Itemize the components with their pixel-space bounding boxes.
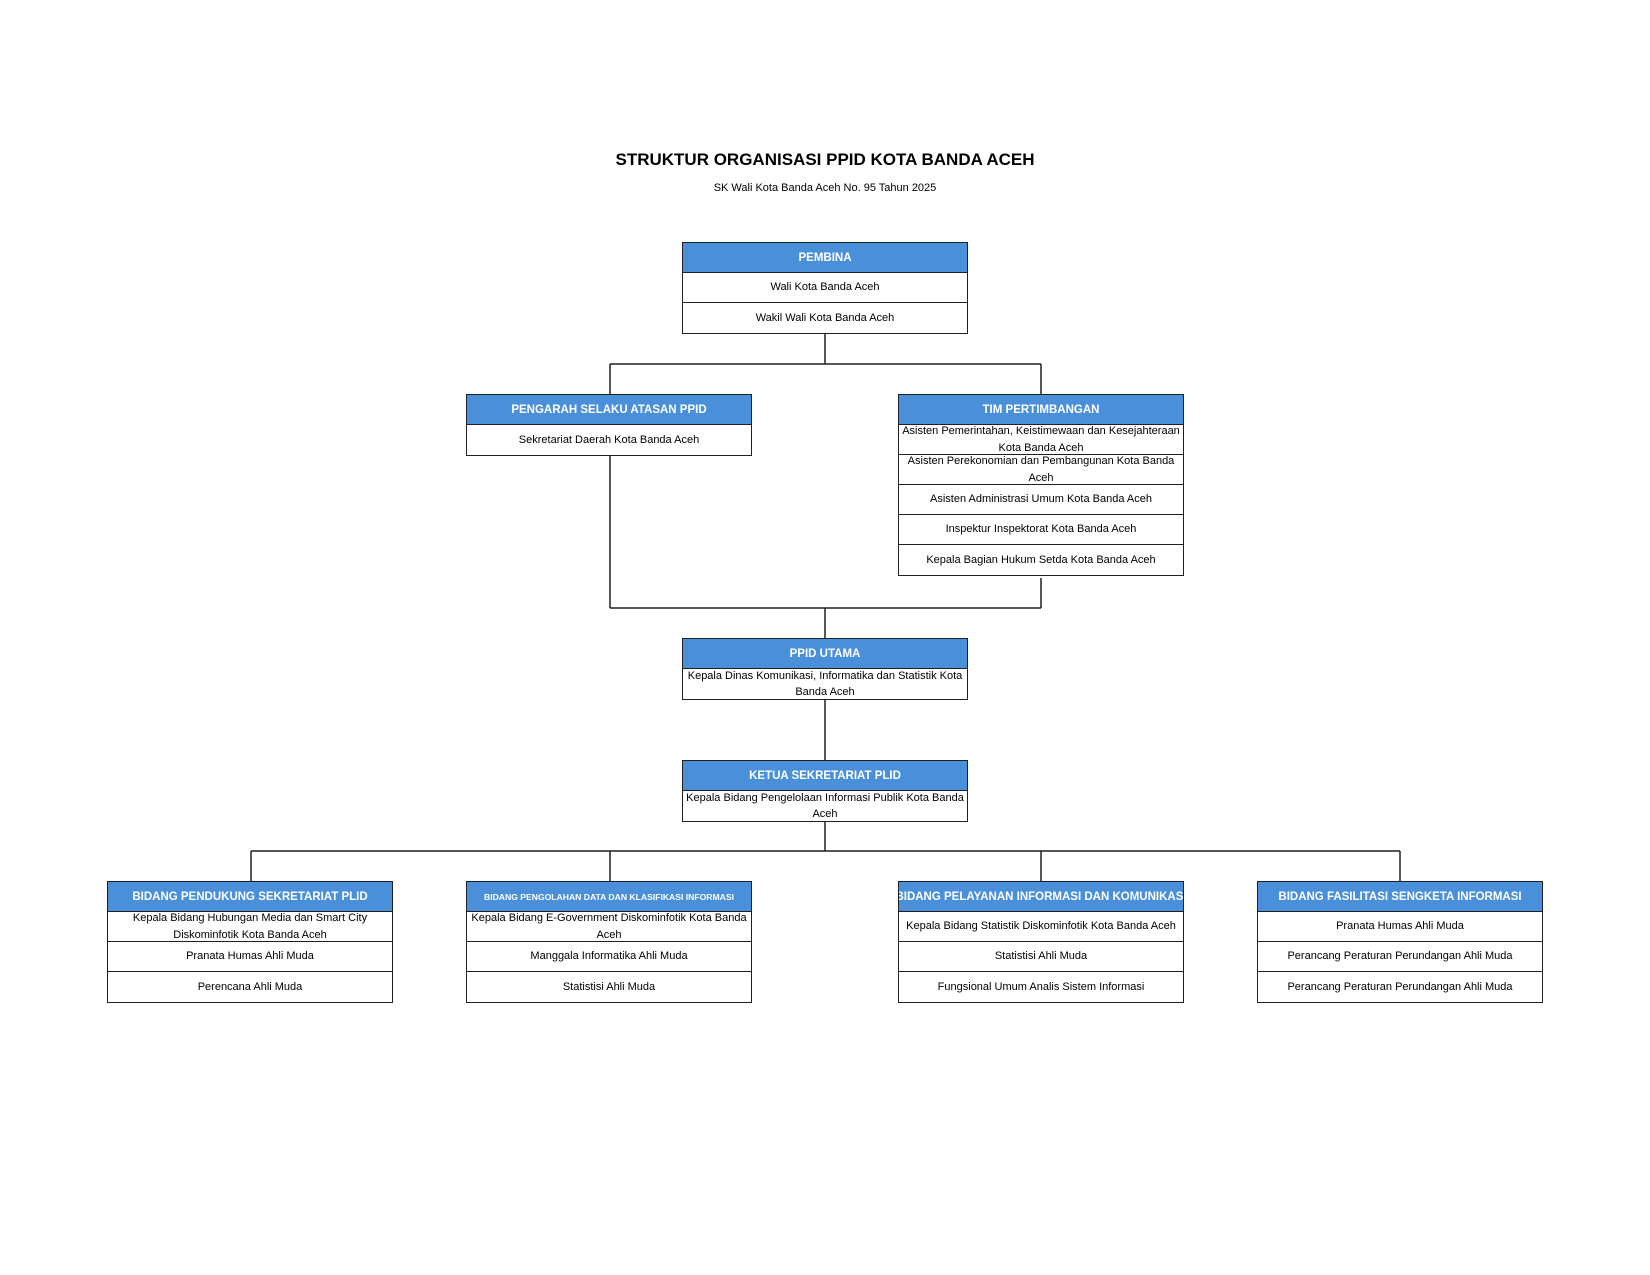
- ppid-utama-member: Kepala Dinas Komunikasi, Informatika dan…: [687, 669, 963, 699]
- ketua-sekretariat-title: KETUA SEKRETARIAT PLID: [683, 761, 967, 791]
- pembina-member: Wakil Wali Kota Banda Aceh: [755, 311, 895, 324]
- bidang-pengolahan-member: Manggala Informatika Ahli Muda: [467, 942, 751, 972]
- tim-pertimbangan-box: TIM PERTIMBANGAN Asisten Pemerintahan, K…: [898, 394, 1184, 576]
- bidang-pelayanan-box: BIDANG PELAYANAN INFORMASI DAN KOMUNIKAS…: [898, 881, 1184, 1003]
- bidang-pengolahan-title: BIDANG PENGOLAHAN DATA DAN KLASIFIKASI I…: [467, 882, 751, 912]
- bidang-pendukung-member: Pranata Humas Ahli Muda: [108, 942, 392, 972]
- tim-pertimbangan-member: Asisten Perekonomian dan Pembangunan Kot…: [899, 455, 1183, 485]
- tim-pertimbangan-member: Asisten Pemerintahan, Keistimewaan dan K…: [899, 425, 1183, 455]
- pengarah-title: PENGARAH SELAKU ATASAN PPID: [467, 395, 751, 425]
- tim-pertimbangan-member: Inspektur Inspektorat Kota Banda Aceh: [899, 515, 1183, 545]
- bidang-pendukung-member: Kepala Bidang Hubungan Media dan Smart C…: [108, 912, 392, 942]
- page-subtitle: SK Wali Kota Banda Aceh No. 95 Tahun 202…: [713, 182, 937, 194]
- bidang-pelayanan-title: BIDANG PELAYANAN INFORMASI DAN KOMUNIKAS…: [899, 882, 1183, 912]
- pembina-member: Wali Kota Banda Aceh: [683, 273, 967, 303]
- bidang-fasilitasi-member: Pranata Humas Ahli Muda: [1258, 912, 1542, 942]
- tim-pertimbangan-member: Kepala Bagian Hukum Setda Kota Banda Ace…: [926, 553, 1156, 566]
- bidang-pengolahan-member: Statistisi Ahli Muda: [562, 980, 656, 993]
- pengarah-box: PENGARAH SELAKU ATASAN PPID Sekretariat …: [466, 394, 752, 456]
- bidang-fasilitasi-box: BIDANG FASILITASI SENGKETA INFORMASI Pra…: [1257, 881, 1543, 1003]
- bidang-fasilitasi-member: Perancang Peraturan Perundangan Ahli Mud…: [1287, 980, 1513, 993]
- bidang-pendukung-title: BIDANG PENDUKUNG SEKRETARIAT PLID: [108, 882, 392, 912]
- bidang-pelayanan-member: Fungsional Umum Analis Sistem Informasi: [937, 980, 1145, 993]
- bidang-pendukung-member: Perencana Ahli Muda: [197, 980, 303, 993]
- ppid-utama-title: PPID UTAMA: [683, 639, 967, 669]
- ketua-sekretariat-box: KETUA SEKRETARIAT PLID Kepala Bidang Pen…: [682, 760, 968, 822]
- pembina-title: PEMBINA: [683, 243, 967, 273]
- bidang-pelayanan-member: Statistisi Ahli Muda: [899, 942, 1183, 972]
- ketua-sekretariat-member: Kepala Bidang Pengelolaan Informasi Publ…: [686, 791, 964, 821]
- tim-pertimbangan-title: TIM PERTIMBANGAN: [899, 395, 1183, 425]
- bidang-pengolahan-box: BIDANG PENGOLAHAN DATA DAN KLASIFIKASI I…: [466, 881, 752, 1003]
- page-title: STRUKTUR ORGANISASI PPID KOTA BANDA ACEH: [615, 150, 1035, 169]
- ppid-utama-box: PPID UTAMA Kepala Dinas Komunikasi, Info…: [682, 638, 968, 700]
- pengarah-member: Sekretariat Daerah Kota Banda Aceh: [518, 433, 700, 446]
- bidang-pengolahan-member: Kepala Bidang E-Government Diskominfotik…: [467, 912, 751, 942]
- tim-pertimbangan-member: Asisten Administrasi Umum Kota Banda Ace…: [899, 485, 1183, 515]
- pembina-box: PEMBINA Wali Kota Banda Aceh Wakil Wali …: [682, 242, 968, 334]
- bidang-pendukung-box: BIDANG PENDUKUNG SEKRETARIAT PLID Kepala…: [107, 881, 393, 1003]
- bidang-fasilitasi-title: BIDANG FASILITASI SENGKETA INFORMASI: [1258, 882, 1542, 912]
- bidang-fasilitasi-member: Perancang Peraturan Perundangan Ahli Mud…: [1258, 942, 1542, 972]
- bidang-pelayanan-member: Kepala Bidang Statistik Diskominfotik Ko…: [899, 912, 1183, 942]
